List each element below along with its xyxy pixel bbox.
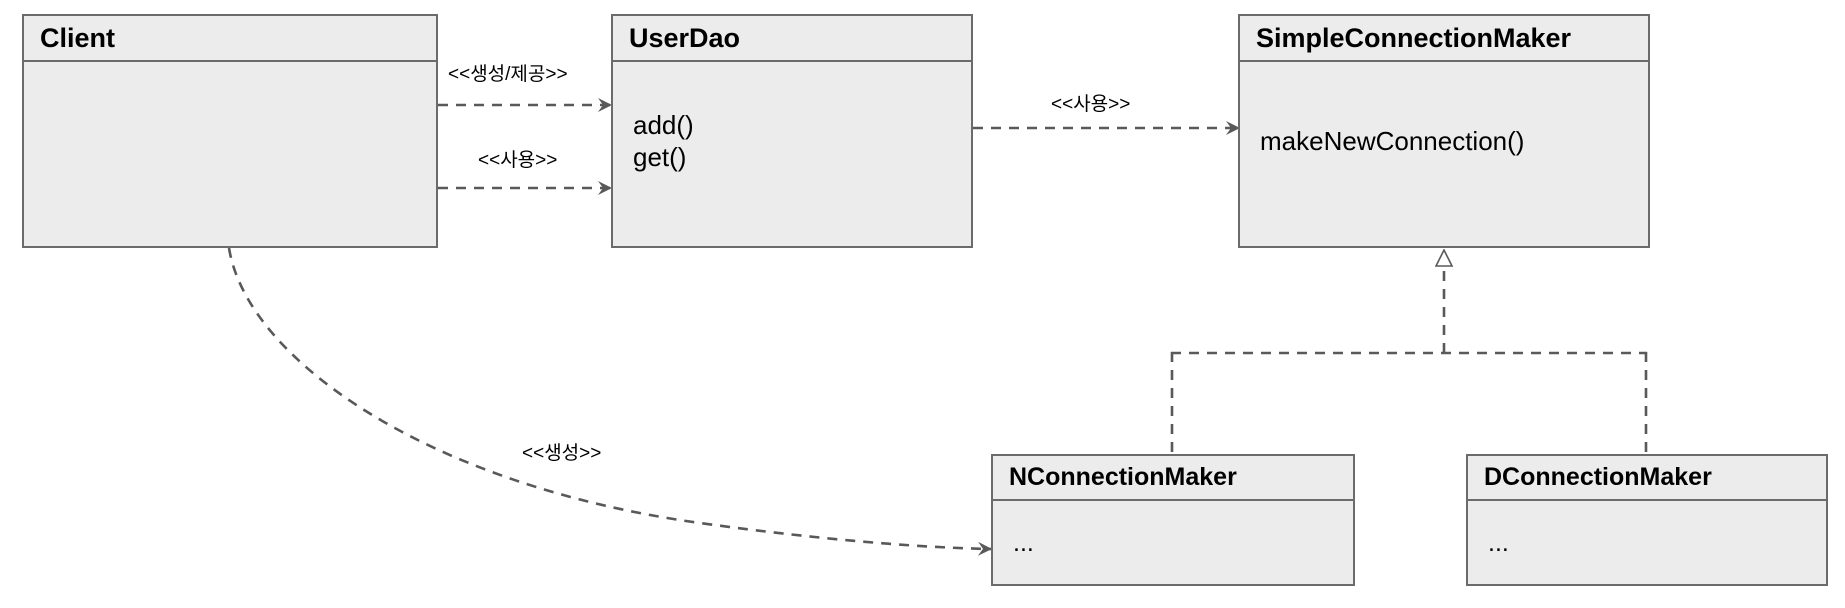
class-name-client: Client [24,16,436,62]
class-body-simpleconnectionmaker: makeNewConnection() [1240,62,1648,246]
edge-label-userdao-uses-simpleconnectionmaker: <<사용>> [1051,94,1131,115]
class-box-dconnectionmaker[interactable]: DConnectionMaker ... [1466,454,1828,586]
class-body-dconnectionmaker: ... [1468,501,1826,584]
class-members-userdao: add() get() [633,110,694,173]
class-box-simpleconnectionmaker[interactable]: SimpleConnectionMaker makeNewConnection(… [1238,14,1650,248]
class-members-nconnectionmaker: ... [1013,529,1034,557]
class-body-client [24,62,436,246]
class-body-userdao: add() get() [613,62,971,246]
class-body-nconnectionmaker: ... [993,501,1353,584]
class-name-userdao: UserDao [613,16,971,62]
class-box-userdao[interactable]: UserDao add() get() [611,14,973,248]
class-members-simpleconnectionmaker: makeNewConnection() [1260,126,1525,156]
class-name-nconnectionmaker: NConnectionMaker [993,456,1353,501]
class-box-client[interactable]: Client [22,14,438,248]
edge-label-client-uses-userdao: <<사용>> [478,150,558,171]
edge-client-creates-nconnectionmaker [227,247,993,556]
class-members-dconnectionmaker: ... [1488,529,1509,557]
class-name-dconnectionmaker: DConnectionMaker [1468,456,1826,501]
edge-label-client-creates-nconnectionmaker: <<생성>> [522,443,602,464]
edge-label-client-creates-userdao: <<생성/제공>> [448,64,568,85]
class-box-nconnectionmaker[interactable]: NConnectionMaker ... [991,454,1355,586]
class-name-simpleconnectionmaker: SimpleConnectionMaker [1240,16,1648,62]
